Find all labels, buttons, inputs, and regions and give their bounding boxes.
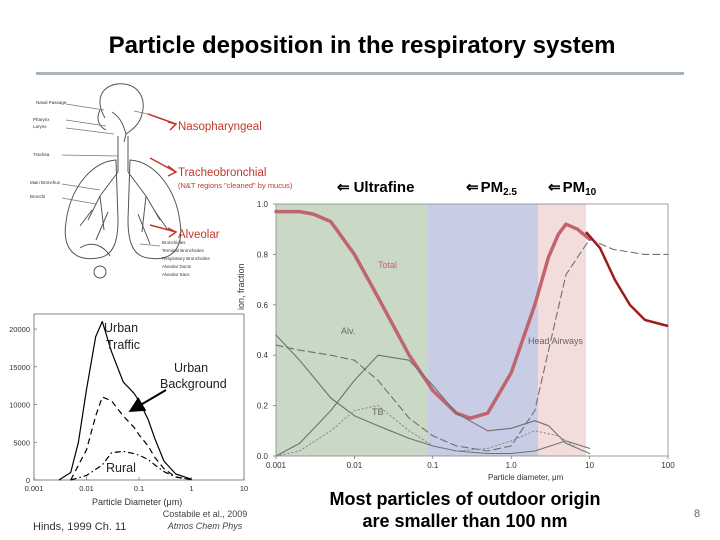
label-larynx: Larynx — [33, 124, 47, 129]
region-note-mucus: (N&T regions "cleaned" by mucus) — [178, 181, 293, 190]
deposition-label-alv: Alv. — [341, 326, 355, 336]
deposition-y-tick-label: 0.2 — [257, 402, 269, 411]
deposition-y-tick-label: 0.0 — [257, 452, 269, 461]
distribution-y-tick-label: 5000 — [13, 438, 30, 447]
deposition-series-line — [275, 238, 669, 452]
label-alveolar-ducts: Alveolar Ducts — [162, 264, 192, 269]
distribution-series-line — [70, 396, 192, 481]
label-alveolar-sacs: Alveolar Sacs — [162, 272, 190, 277]
deposition-x-tick-label: 0.1 — [427, 461, 439, 470]
annotation-rural: Rural — [106, 461, 136, 475]
citation-hinds: Hinds, 1999 Ch. 11 — [33, 521, 127, 533]
region-labels: Nasopharyngeal Tracheobronchial (N&T reg… — [178, 121, 293, 241]
conclusion-text: Most particles of outdoor origin are sma… — [300, 488, 630, 532]
ultrafine-arrow: ⇐ — [337, 179, 350, 196]
deposition-ylabel: ion, fraction — [236, 263, 246, 310]
distribution-xlabel: Particle Diameter (μm) — [92, 497, 182, 507]
page-number: 8 — [694, 508, 701, 520]
size-distribution-chart: 0 5000 10000 15000 20000 0.001 0.01 0.1 1 10 Par… — [0, 310, 250, 507]
distribution-x-tick-label: 1 — [189, 484, 193, 493]
label-main-bronchus: Main Bronchus — [30, 180, 61, 185]
region-tracheobronchial: Tracheobronchial — [178, 167, 266, 179]
pm10-arrow: ⇐ — [548, 179, 561, 196]
conclusion-line-2: are smaller than 100 nm — [362, 511, 568, 531]
distribution-series-line — [70, 450, 192, 481]
citation-costabile: Costabile et al., 2009 Atmos Chem Phys — [150, 508, 260, 532]
distribution-series-line — [58, 320, 192, 481]
deposition-label-tb: TB — [372, 407, 384, 417]
deposition-x-tick-label: 0.001 — [266, 461, 287, 470]
anatomy-leader-lines — [61, 103, 161, 247]
deposition-x-tick-label: 10 — [585, 461, 594, 470]
respiratory-anatomy-illustration — [64, 83, 182, 279]
deposition-y-tick-label: 0.8 — [257, 250, 269, 259]
distribution-x-tick-label: 0.001 — [25, 484, 44, 493]
label-terminal-bronchioles: Terminal Bronchioles — [162, 248, 205, 253]
distribution-x-tick-label: 10 — [240, 484, 248, 493]
distribution-y-tick-label: 10000 — [9, 401, 30, 410]
deposition-plot-frame — [275, 203, 669, 457]
pm25-label: ⇐PM2.5 — [466, 179, 517, 198]
band-pm10 — [538, 204, 586, 456]
deposition-label-total: Total — [378, 260, 397, 270]
deposition-x-tick-label: 0.01 — [347, 461, 363, 470]
annotation-urban-traffic-line1: Urban — [104, 321, 138, 335]
deposition-y-tick-label: 0.4 — [257, 351, 269, 360]
ultrafine-label: ⇐Ultrafine — [337, 179, 414, 196]
label-bronchi: Bronchi — [30, 194, 45, 199]
citation-costabile-line-1: Costabile et al., 2009 — [162, 509, 248, 519]
deposition-x-tick-label: 100 — [661, 461, 675, 470]
region-alveolar: Alveolar — [178, 229, 220, 241]
band-pm25 — [428, 204, 538, 456]
deposition-y-ticks: 0.0 0.2 0.4 0.6 0.8 1.0 — [257, 200, 276, 461]
pm10-label: ⇐PM10 — [548, 179, 597, 198]
annotation-urban-traffic-line2: Traffic — [106, 338, 140, 352]
label-respiratory-bronchioles: Respiratory Bronchioles — [162, 256, 211, 261]
label-trachea: Trachea — [33, 152, 50, 157]
deposition-total-extension — [585, 231, 669, 328]
size-bin-header: ⇐Ultrafine ⇐PM2.5 ⇐PM10 — [337, 179, 597, 198]
deposition-x-tick-label: 1.0 — [506, 461, 518, 470]
slide-title: Particle deposition in the respiratory s… — [108, 32, 616, 59]
deposition-xlabel: Particle diameter, μm — [488, 473, 564, 482]
label-nasal: Nasal Passage — [36, 100, 67, 105]
deposition-x-ticks: 0.001 0.01 0.1 1.0 10 100 — [266, 456, 675, 470]
distribution-y-ticks: 0 5000 10000 15000 20000 — [9, 325, 37, 485]
deposition-y-tick-label: 1.0 — [257, 200, 269, 209]
annotation-urban-background-line2: Background — [160, 377, 227, 391]
annotation-urban-background-line1: Urban — [174, 361, 208, 375]
distribution-series — [58, 320, 192, 481]
title-divider — [36, 72, 684, 75]
deposition-series-line — [275, 354, 591, 457]
anatomy-small-labels: Nasal Passage Pharynx Larynx Trachea Mai… — [30, 100, 211, 277]
distribution-y-tick-label: 20000 — [9, 325, 30, 334]
pm25-arrow: ⇐ — [466, 179, 479, 196]
region-nasopharyngeal: Nasopharyngeal — [178, 121, 262, 133]
deposition-series — [274, 209, 669, 457]
annotation-arrow — [128, 389, 167, 413]
deposition-series-line — [275, 405, 591, 457]
deposition-series-line — [274, 209, 592, 420]
conclusion-line-1: Most particles of outdoor origin — [329, 489, 601, 509]
distribution-y-tick-label: 15000 — [9, 363, 30, 372]
distribution-x-tick-label: 0.1 — [134, 484, 144, 493]
distribution-x-ticks: 0.001 0.01 0.1 1 10 — [25, 477, 248, 493]
label-bronchioles: Bronchioles — [162, 240, 186, 245]
distribution-x-tick-label: 0.01 — [79, 484, 94, 493]
deposition-y-tick-label: 0.6 — [257, 301, 269, 310]
region-arrows — [147, 113, 178, 238]
deposition-label-head-airways: Head Airways — [528, 336, 584, 346]
label-pharynx: Pharynx — [33, 117, 50, 122]
citation-costabile-line-2: Atmos Chem Phys — [167, 521, 243, 531]
distribution-y-tick-label: 0 — [26, 476, 30, 485]
